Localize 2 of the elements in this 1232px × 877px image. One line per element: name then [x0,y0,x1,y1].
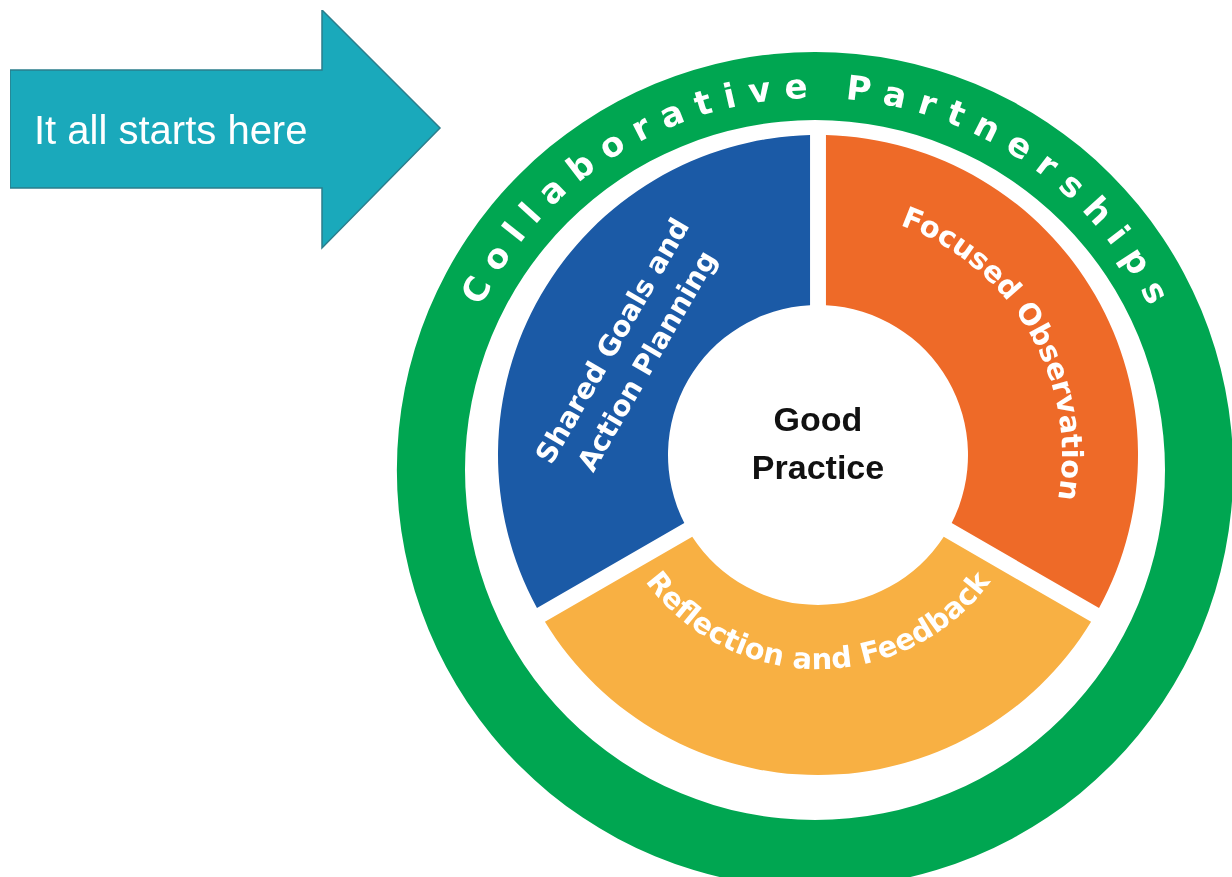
center-label: Good Practice [750,399,886,488]
arrow-label: It all starts here [34,108,308,153]
